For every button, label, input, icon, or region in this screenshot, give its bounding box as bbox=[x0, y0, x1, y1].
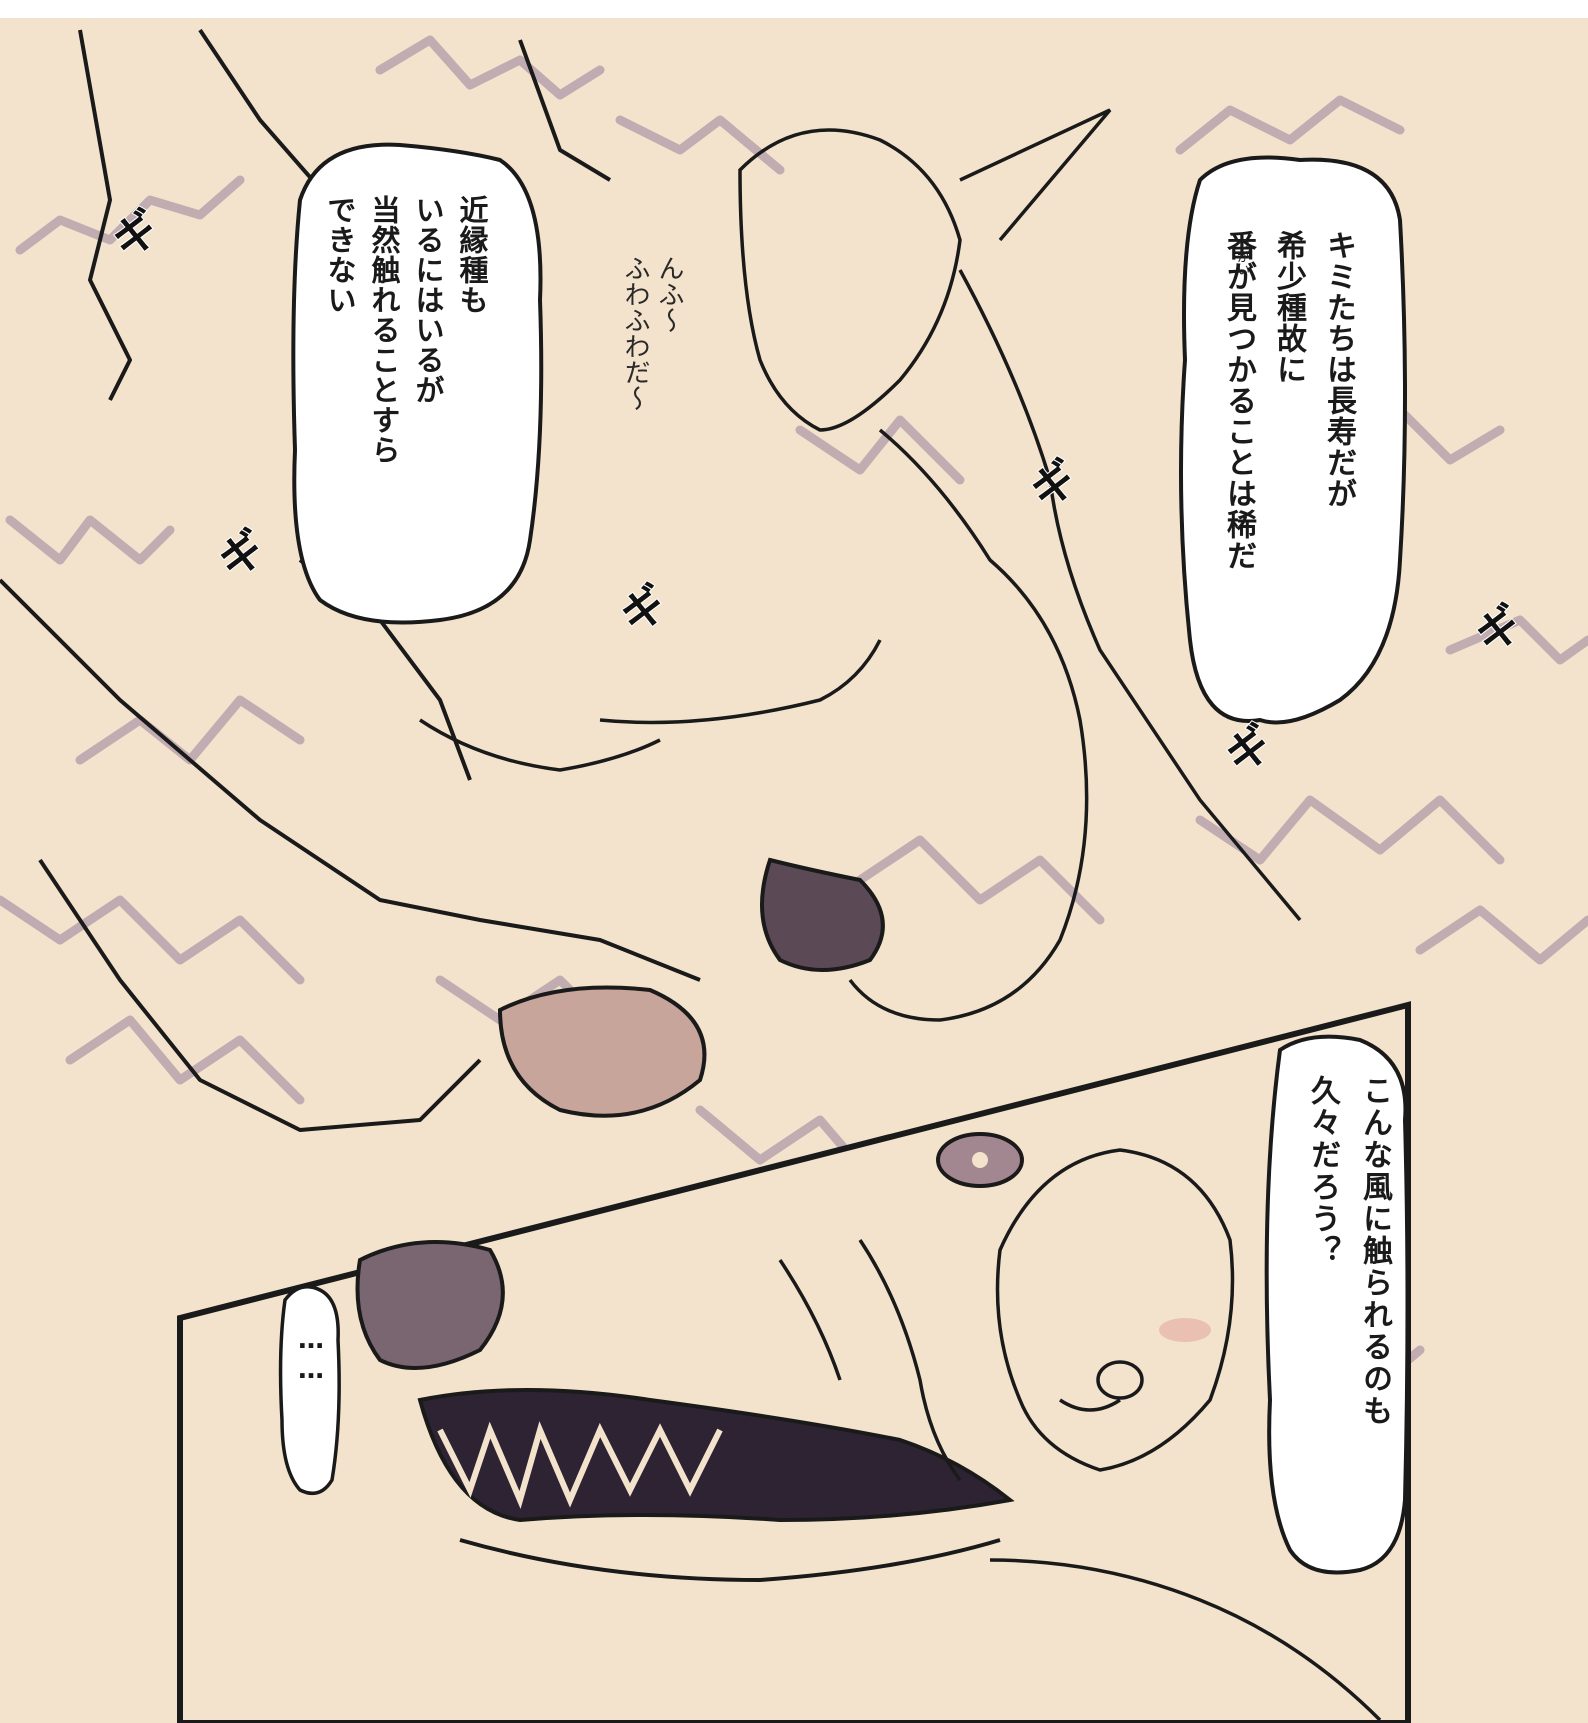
furigana-ruby: つがい bbox=[1234, 237, 1249, 276]
speech-line: 番が見つかることは稀だ bbox=[1221, 230, 1256, 571]
speech-line: 希少種故に bbox=[1271, 230, 1306, 385]
wolf-nose bbox=[760, 857, 885, 972]
wolf-eye-dark bbox=[355, 1240, 505, 1370]
speech-bubble-left-shape bbox=[291, 142, 544, 625]
wolf-lip bbox=[497, 985, 707, 1118]
speech-bubble-right-shape bbox=[1179, 155, 1407, 725]
speech-line: …… bbox=[296, 1325, 326, 1385]
blush bbox=[1159, 1318, 1211, 1342]
bottom-panel bbox=[177, 1001, 1411, 1723]
speech-line: 久々だろう？ bbox=[1305, 1075, 1340, 1267]
handwritten-murmur: んふ〜 ふわふわだ〜 bbox=[618, 255, 686, 411]
wolf-open-mouth bbox=[417, 1388, 1015, 1583]
speech-line: キミたちは長寿だが bbox=[1321, 230, 1356, 509]
speech-line: できない bbox=[323, 195, 357, 315]
speech-bubble-dots: …… bbox=[296, 1325, 326, 1385]
speech-bubble-dots-shape bbox=[278, 1284, 341, 1496]
speech-line: こんな風に触られるのも bbox=[1357, 1075, 1392, 1427]
speech-line: 当然触れることすら bbox=[367, 195, 401, 465]
speech-bubble-right: キミたちは長寿だが 希少種故に 番が見つかることは稀だ bbox=[1213, 230, 1363, 571]
wolf-creature bbox=[0, 28, 701, 1132]
speech-line: 近縁種も bbox=[455, 195, 489, 315]
elf-girl-bottom bbox=[778, 1148, 1382, 1722]
speech-bubble-left: 近縁種も いるにはいるが 当然触れることすら できない bbox=[318, 195, 494, 465]
elf-girl-top bbox=[419, 108, 1302, 1022]
murmur-line: んふ〜 bbox=[654, 255, 684, 333]
murmur-line: ふわふわだ〜 bbox=[620, 255, 650, 411]
speech-bubble-bottom-right: こんな風に触られるのも 久々だろう？ bbox=[1296, 1075, 1400, 1427]
speech-line: いるにはいるが bbox=[411, 195, 445, 405]
speech-bubble-bottom-right-shape bbox=[1264, 1034, 1410, 1575]
